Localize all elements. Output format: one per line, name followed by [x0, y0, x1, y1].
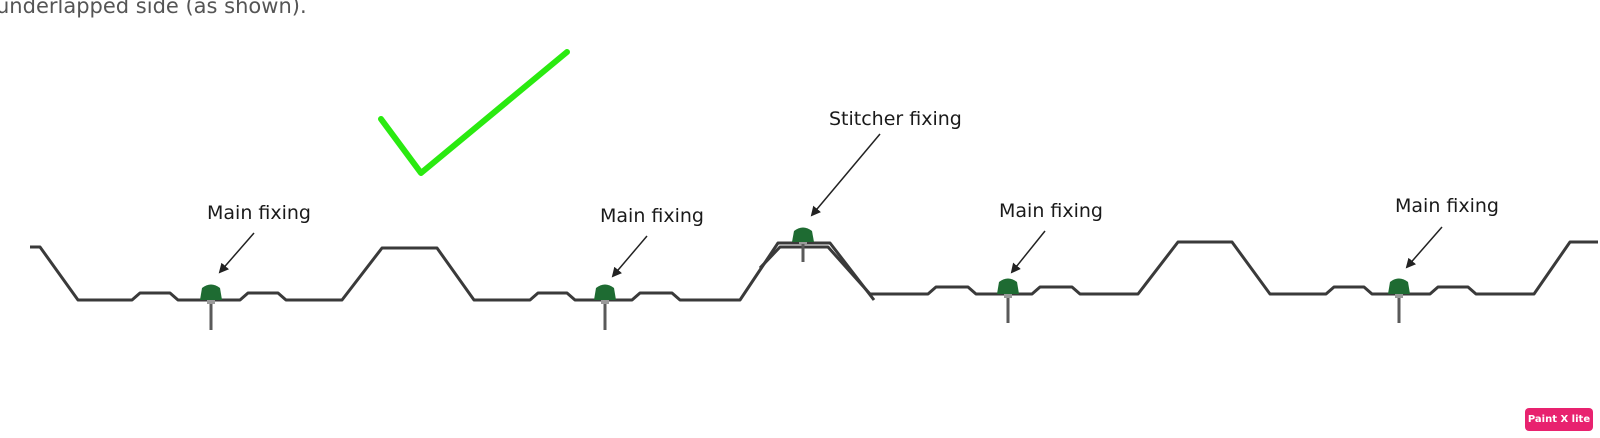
- stitcher-fixing-screw: [792, 227, 814, 262]
- label-main-fixing-2: Main fixing: [600, 205, 704, 227]
- paint-x-lite-watermark: Paint X lite: [1525, 408, 1593, 431]
- arrow-main-fixing-1: [218, 232, 255, 274]
- arrow-main-fixing-3: [1010, 230, 1046, 274]
- caption-text: underlapped side (as shown).: [0, 0, 307, 18]
- check-mark-icon: [378, 49, 570, 176]
- arrow-stitcher-fixing: [810, 133, 881, 217]
- main-fixing-screw-1: [200, 284, 222, 330]
- label-stitcher-fixing: Stitcher fixing: [829, 108, 962, 130]
- arrow-main-fixing-2: [611, 235, 648, 278]
- label-main-fixing-3: Main fixing: [999, 200, 1103, 222]
- main-fixing-screw-3: [997, 278, 1019, 323]
- label-main-fixing-4: Main fixing: [1395, 195, 1499, 217]
- main-fixing-screw-4: [1388, 278, 1410, 323]
- arrow-main-fixing-4: [1405, 226, 1443, 269]
- label-main-fixing-1: Main fixing: [207, 202, 311, 224]
- right-sheet-profile: [758, 240, 1598, 296]
- left-sheet-profile: [30, 241, 876, 302]
- main-fixing-screw-2: [594, 284, 616, 330]
